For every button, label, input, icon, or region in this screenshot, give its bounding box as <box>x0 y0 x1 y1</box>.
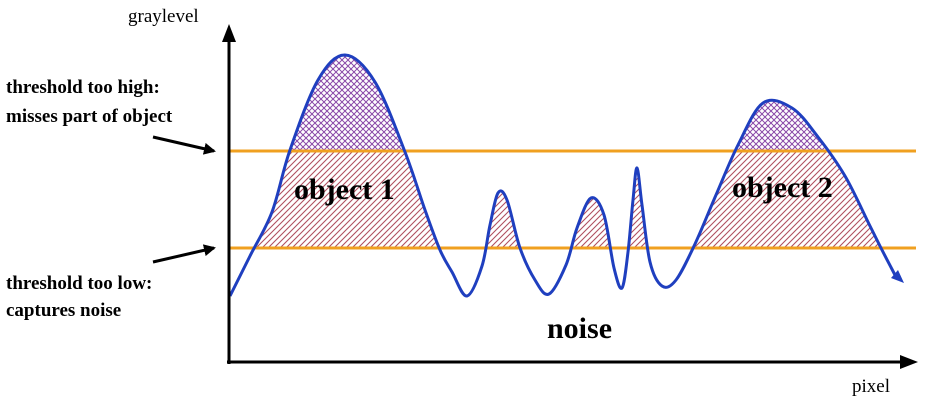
low-threshold-pointer-arrow <box>152 244 216 264</box>
x-axis-arrowhead <box>900 355 918 369</box>
hatched-region-above-high-threshold <box>289 54 829 151</box>
high-threshold-annotation-line1: threshold too high: <box>6 77 160 98</box>
y-axis-label: graylevel <box>128 6 199 27</box>
object-1-label: object 1 <box>294 173 395 206</box>
object-2-label: object 2 <box>732 171 833 204</box>
low-threshold-annotation-line2: captures noise <box>6 300 121 321</box>
hatched-region-between-thresholds <box>254 151 881 248</box>
high-threshold-annotation-line2: misses part of object <box>6 106 173 127</box>
x-axis-label: pixel <box>852 376 890 397</box>
low-threshold-annotation-line1: threshold too low: <box>6 273 152 294</box>
y-axis-arrowhead <box>222 24 236 42</box>
high-threshold-pointer-arrow <box>152 135 216 155</box>
curve-arrowhead <box>891 270 904 283</box>
graylevel-curve <box>228 53 897 298</box>
noise-label: noise <box>547 312 612 345</box>
